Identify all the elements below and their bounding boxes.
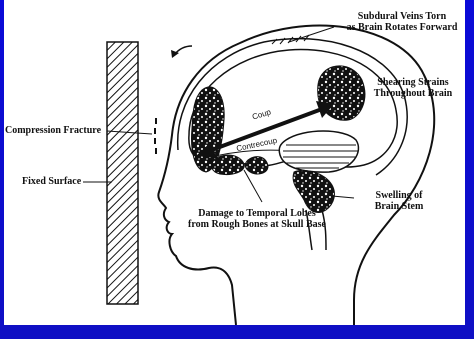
fixed-surface-wall xyxy=(107,42,138,304)
cerebellum xyxy=(279,131,358,172)
fixed-surface-label: Fixed Surface xyxy=(22,176,92,187)
shearing-label: Shearing Strains Throughout Brain xyxy=(362,77,464,99)
temporal-damage-left xyxy=(212,155,245,174)
head-diagram xyxy=(4,0,465,325)
compression-fracture-marks xyxy=(155,118,156,154)
diagram-panel: Coup Contrecoup Subdural Veins Torn as B… xyxy=(4,0,465,325)
compression-fracture-label: Compression Fracture xyxy=(5,125,115,136)
swelling-label: Swelling of Brain Stem xyxy=(354,190,444,212)
subdural-label: Subdural Veins Torn as Brain Rotates For… xyxy=(334,11,470,33)
brain-stem-swelling xyxy=(293,171,334,213)
temporal-damage-right xyxy=(245,157,268,174)
temporal-damage-label: Damage to Temporal Lobes from Rough Bone… xyxy=(172,208,342,230)
